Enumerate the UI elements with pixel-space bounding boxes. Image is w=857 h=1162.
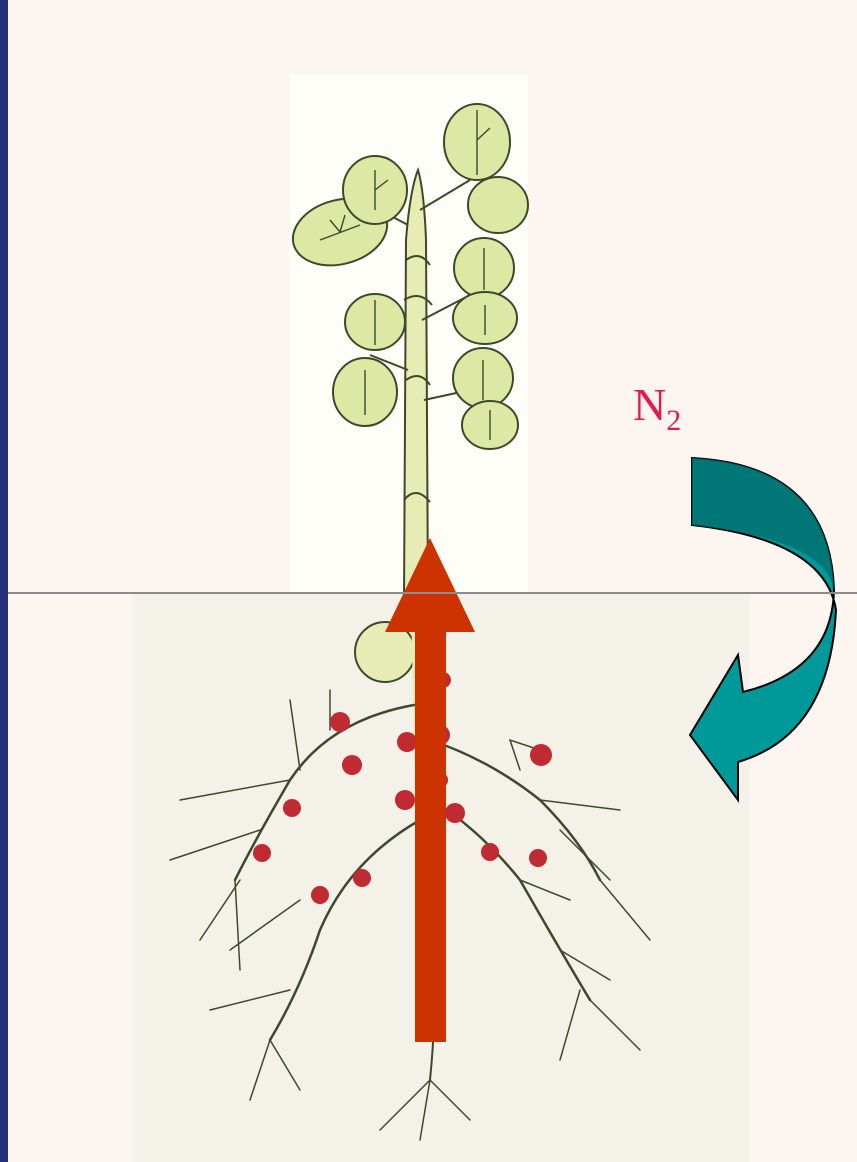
gas-symbol: N (633, 379, 666, 430)
gas-subscript: 2 (666, 404, 681, 437)
horizon-line (8, 592, 857, 594)
nitrogen-gas-label: N2 (633, 382, 681, 436)
